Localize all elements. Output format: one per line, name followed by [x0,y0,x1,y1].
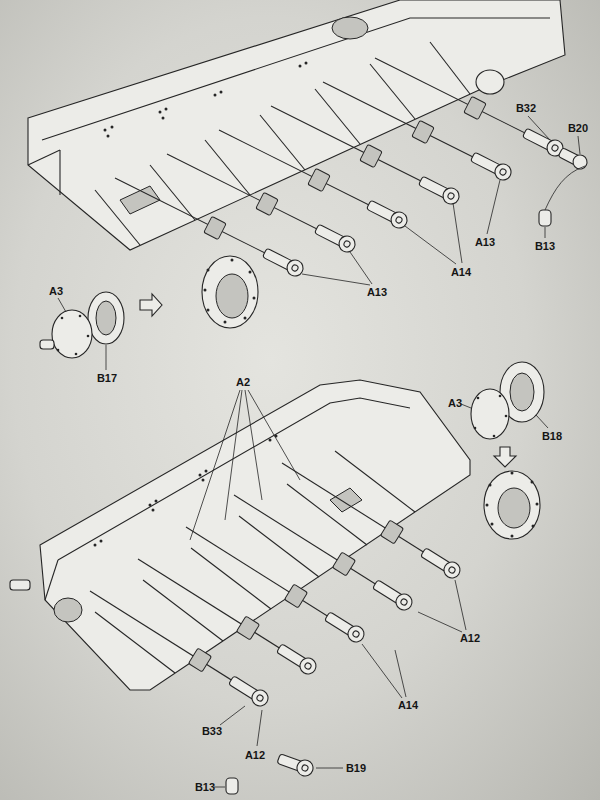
callout-number: A3 [448,398,462,409]
callout-number: B13 [535,241,555,252]
callout-number: A13 [475,237,495,248]
callout-number: A13 [367,287,387,298]
callout-number: A14 [398,700,418,711]
callout-number: B33 [202,726,222,737]
leader-lines [58,116,580,787]
callout-number: A12 [245,750,265,761]
final-drive-top [40,256,258,358]
callout-number: A12 [460,633,480,644]
callout-number: B18 [542,431,562,442]
callout-number: A14 [451,267,471,278]
suspension-top [115,58,589,279]
callout-number: B20 [568,123,588,134]
callout-number: A3 [49,286,63,297]
callout-number: B32 [516,103,536,114]
callout-number: B17 [97,373,117,384]
final-drive-bottom [471,362,544,539]
suspension-bottom [90,463,463,794]
hull-bottom [10,380,470,690]
callout-number: A2 [236,377,250,388]
hull-top [28,0,565,250]
callout-number: B13 [195,782,215,793]
callout-number: B19 [346,763,366,774]
